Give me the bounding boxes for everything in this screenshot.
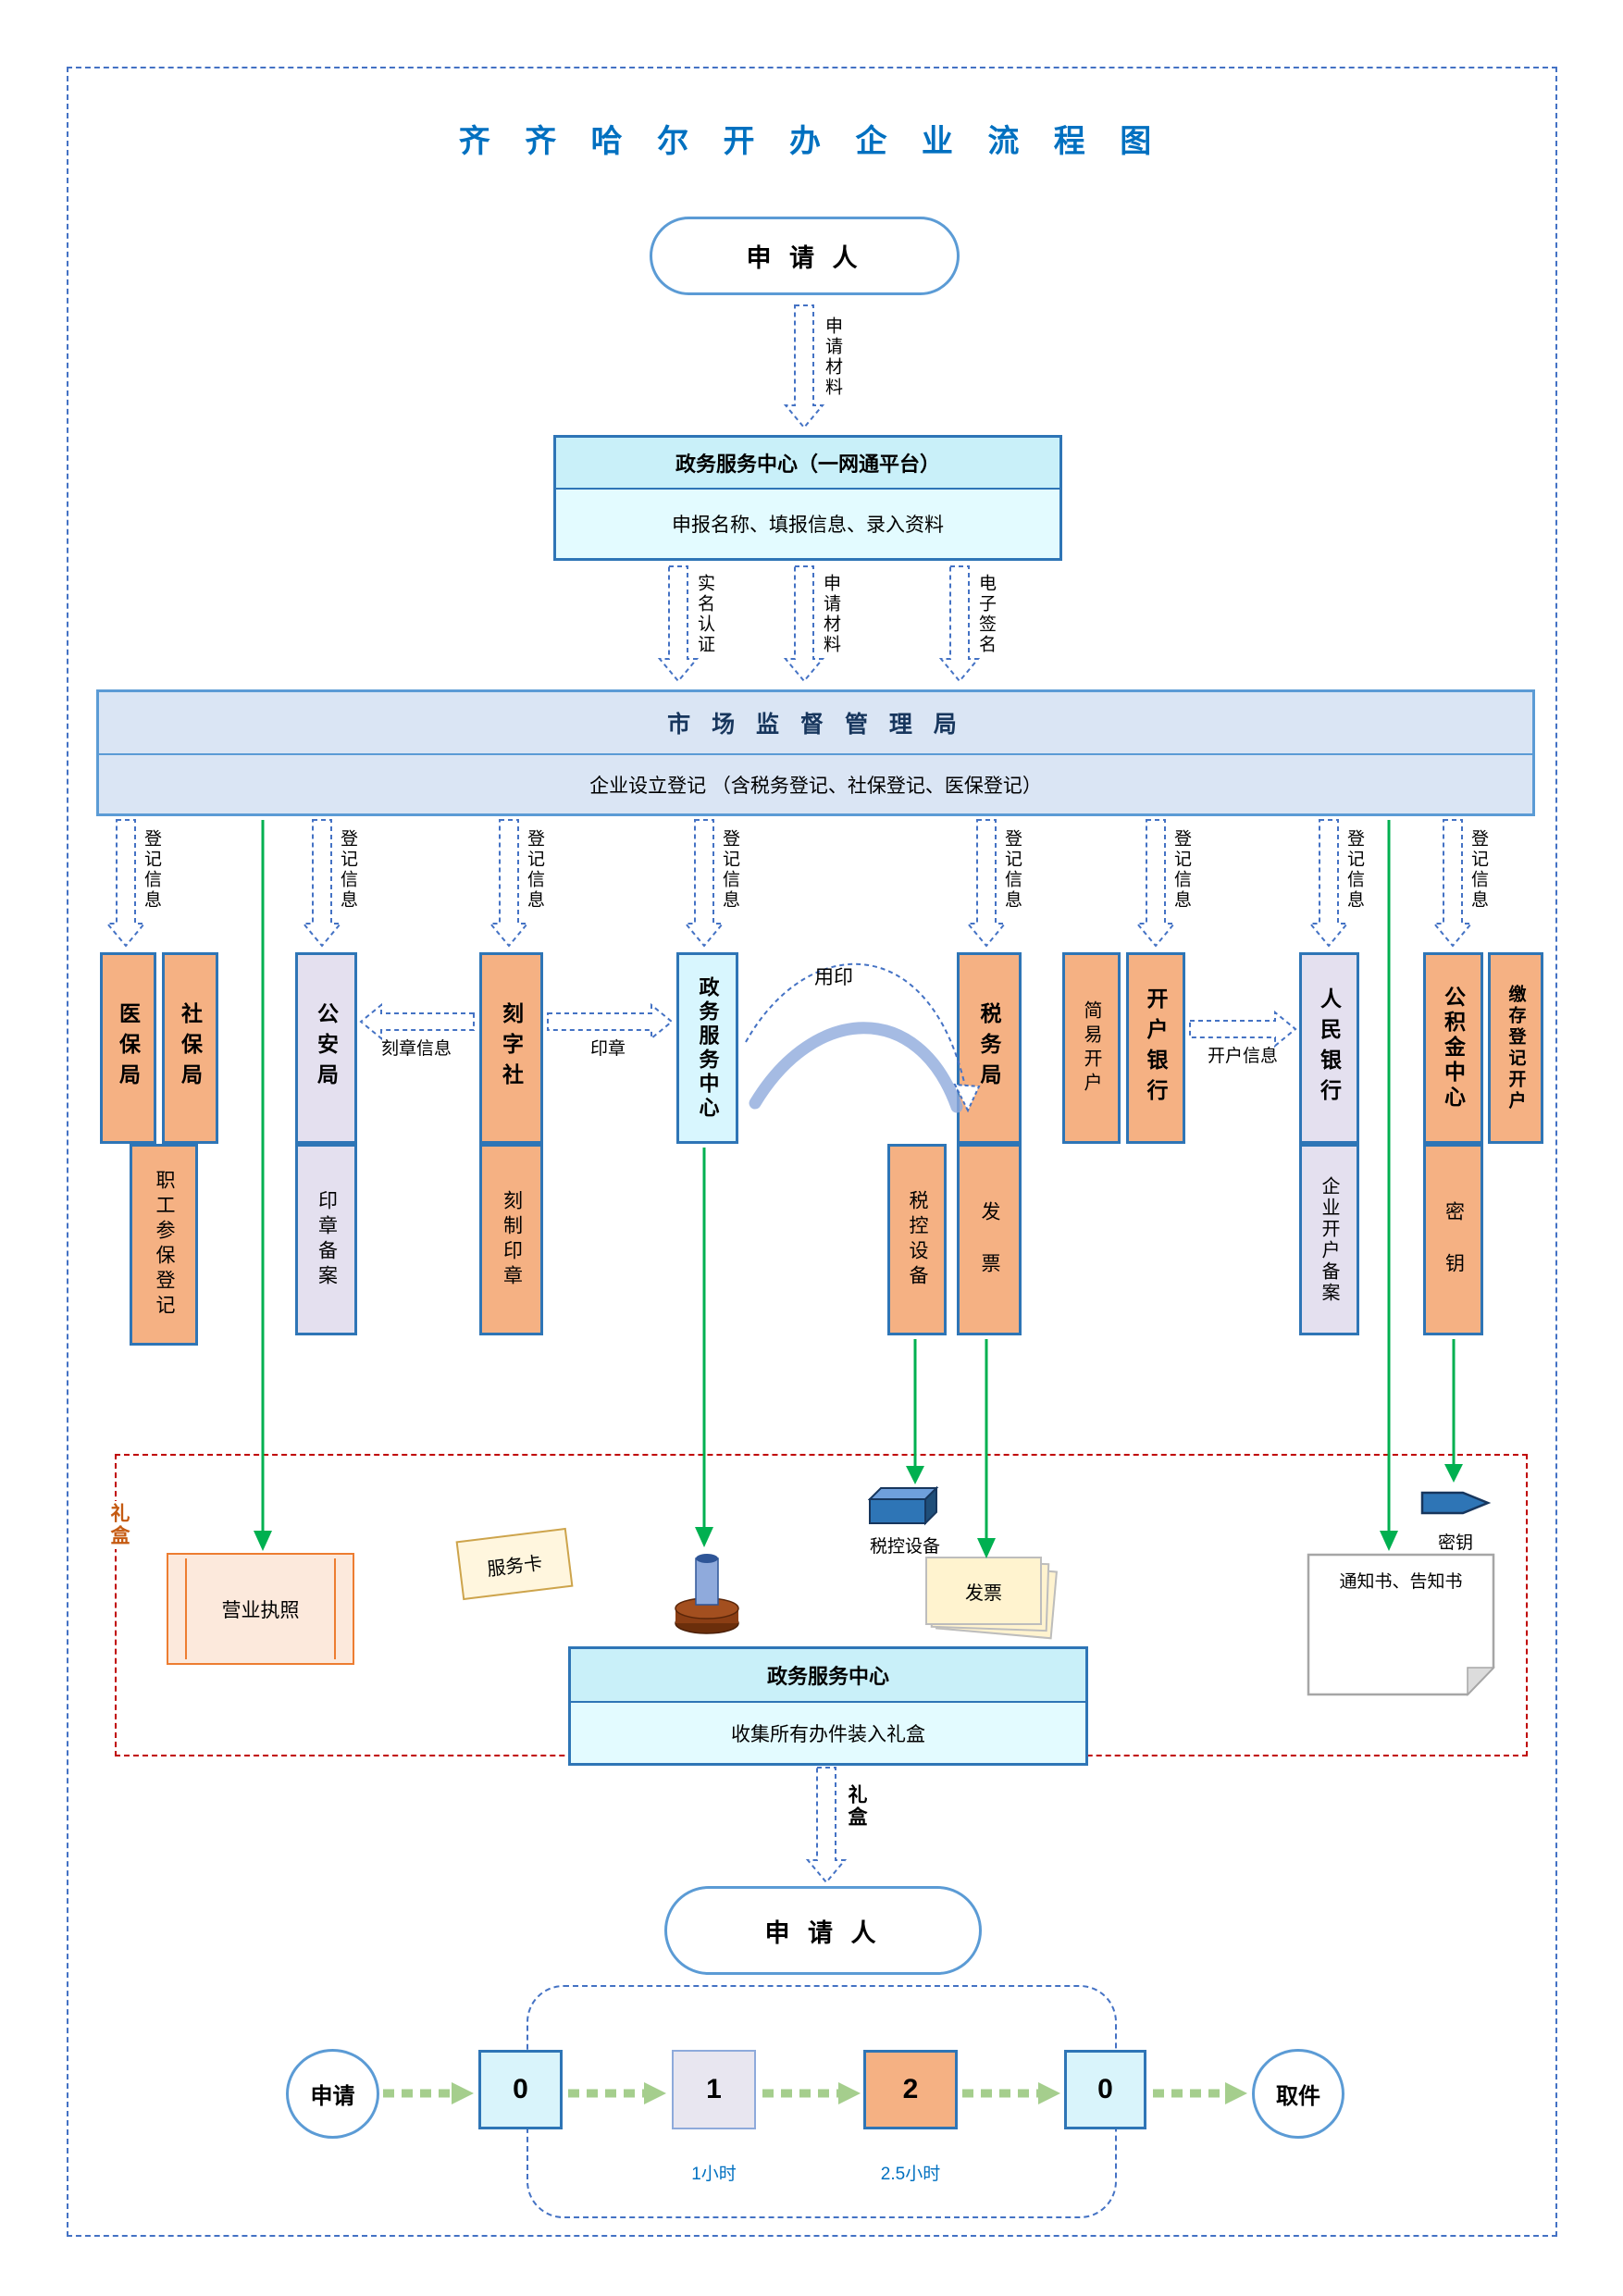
dept-simple-account: 简易开户 [1062,952,1121,1144]
dept-invoice: 发 票 [957,1144,1022,1335]
dept-tax-device: 税控设备 [887,1144,947,1335]
label-gift-box-down: 礼盒 [846,1784,867,1829]
label-real-name-auth: 实名认证 [695,574,714,655]
dept-tax-bureau: 税务局 [957,952,1022,1144]
timeline-step-0b: 0 [1064,2050,1146,2129]
dept-tax-bureau-label: 税务局 [977,1002,1001,1094]
timeline-step-1: 1 [672,2050,756,2129]
label-reginfo-bank: 登记信息 [1171,829,1191,911]
dept-deposit-registration: 缴存登记开户 [1488,952,1543,1144]
label-e-signature: 电子签名 [976,574,996,655]
label-reginfo-peoplebank: 登记信息 [1344,829,1364,911]
dept-medical-insurance-label: 医保局 [116,1002,141,1094]
invoice-papers-icon: 发票 [925,1557,1064,1644]
page-title: 齐 齐 哈 尔 开 办 企 业 流 程 图 [458,124,1165,159]
label-reginfo-medical: 登记信息 [142,829,161,911]
dept-social-insurance-label: 社保局 [178,1002,203,1094]
dept-gov-service-center-label: 政务服务中心 [696,975,720,1121]
label-apply-material-top: 申请材料 [823,316,842,398]
dept-invoice-label: 发 票 [979,1201,1000,1278]
gift-box-label: 礼盒 [104,1501,133,1549]
notice-caption: 通知书、告知书 [1339,1572,1463,1592]
dept-housing-fund-center-label: 公积金中心 [1441,986,1466,1111]
market-bureau-title: 市 场 监 督 管 理 局 [99,692,1532,755]
collect-center-box: 政务服务中心 收集所有办件装入礼盒 [568,1646,1088,1766]
page-border [67,67,1557,2237]
service-center-box: 政务服务中心（一网通平台） 申报名称、填报信息、录入资料 [553,435,1062,561]
business-license-label: 营业执照 [221,1599,300,1621]
collect-center-body: 收集所有办件装入礼盒 [731,1723,925,1745]
label-reginfo-police: 登记信息 [338,829,357,911]
label-reginfo-housingfund: 登记信息 [1468,829,1488,911]
dept-seal-making-label: 刻制印章 [501,1189,523,1290]
timeline-start-node: 申请 [286,2049,379,2139]
invoice-sheet-front: 发票 [925,1557,1042,1625]
timeline-duration-1: 1小时 [691,2165,737,2184]
dept-public-security: 公安局 [295,952,357,1144]
notice-document: 通知书、告知书 [1307,1553,1495,1696]
dept-account-bank-label: 开户银行 [1144,987,1168,1110]
dept-account-bank: 开户银行 [1126,952,1185,1144]
dept-employee-enrollment-label: 职工参保登记 [154,1170,175,1320]
applicant-top-node: 申 请 人 [650,217,960,295]
dept-engraving-shop: 刻字社 [479,952,543,1144]
dept-gov-service-center: 政务服务中心 [676,952,738,1144]
service-center-title: 政务服务中心（一网通平台） [556,438,1059,490]
dept-secret-key-label: 密 钥 [1443,1201,1465,1278]
dept-employee-enrollment: 职工参保登记 [130,1144,198,1346]
dept-enterprise-account-filing: 企业开户备案 [1299,1144,1359,1335]
label-account-opening-info: 开户信息 [1208,1047,1279,1066]
dept-secret-key: 密 钥 [1423,1144,1483,1335]
dept-enterprise-account-filing-label: 企业开户备案 [1319,1175,1339,1304]
dept-people-bank-label: 人民银行 [1317,987,1342,1110]
key-icon [1420,1491,1492,1515]
key-caption: 密钥 [1437,1533,1473,1553]
label-seal-carving-info: 刻章信息 [381,1039,452,1059]
notice-sheet-shape [1307,1553,1495,1696]
applicant-bottom-node: 申 请 人 [664,1886,982,1975]
dept-social-insurance: 社保局 [162,952,218,1144]
timeline-duration-2: 2.5小时 [880,2165,941,2184]
label-use-seal: 用印 [814,967,853,988]
dept-deposit-registration-label: 缴存登记开户 [1505,984,1526,1112]
label-reginfo-tax: 登记信息 [1002,829,1022,911]
market-bureau-box: 市 场 监 督 管 理 局 企业设立登记 （含税务登记、社保登记、医保登记） [96,689,1535,816]
timeline-end-node: 取件 [1252,2049,1344,2139]
label-seal: 印章 [590,1039,626,1059]
dept-tax-device-label: 税控设备 [907,1189,928,1290]
service-center-body: 申报名称、填报信息、录入资料 [672,515,944,536]
dept-public-security-label: 公安局 [314,1002,339,1094]
business-license-card: 营业执照 [167,1553,354,1665]
license-frame-lines [185,1558,336,1659]
tax-device-caption: 税控设备 [869,1537,940,1557]
label-reginfo-service: 登记信息 [720,829,739,911]
dept-housing-fund-center: 公积金中心 [1423,952,1483,1144]
dept-seal-filing-label: 印章备案 [316,1189,338,1290]
dept-simple-account-label: 简易开户 [1081,999,1101,1097]
service-card-label: 服务卡 [486,1552,544,1581]
tax-device-icon [868,1485,939,1526]
dept-people-bank: 人民银行 [1299,952,1359,1144]
seal-stamp-icon [675,1554,739,1634]
dept-seal-filing: 印章备案 [295,1144,357,1335]
timeline-frame [527,1985,1117,2218]
label-reginfo-engraving: 登记信息 [525,829,544,911]
timeline-step-0a: 0 [478,2050,563,2129]
invoice-caption: 发票 [965,1582,1002,1604]
market-bureau-body: 企业设立登记 （含税务登记、社保登记、医保登记） [589,775,1042,797]
timeline-step-2: 2 [863,2050,958,2129]
dept-engraving-shop-label: 刻字社 [499,1002,524,1094]
dept-medical-insurance: 医保局 [100,952,156,1144]
dept-seal-making: 刻制印章 [479,1144,543,1335]
collect-center-title: 政务服务中心 [571,1649,1085,1703]
label-apply-material: 申请材料 [821,574,840,655]
